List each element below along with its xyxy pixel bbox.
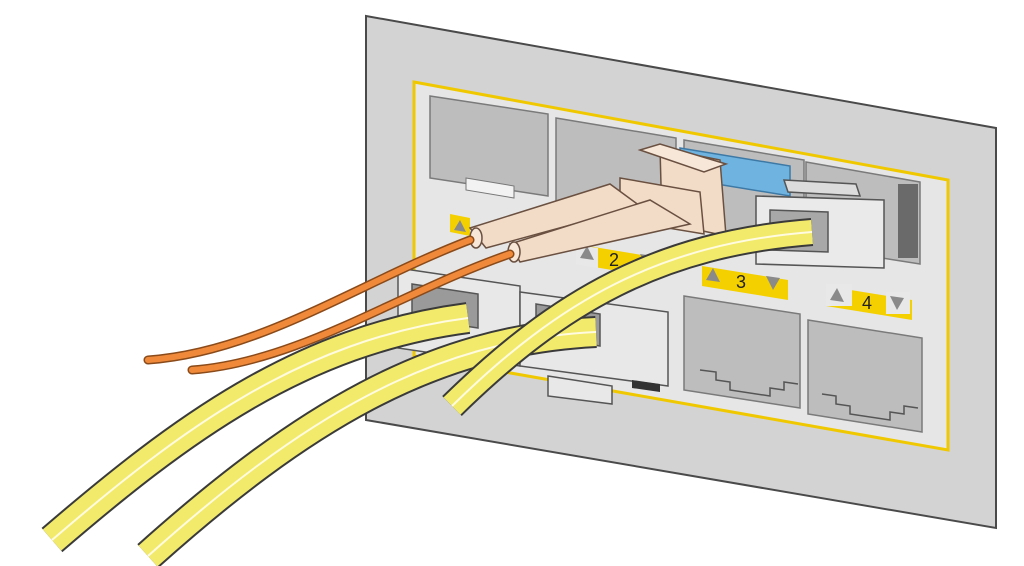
- lc-duplex-connector: [468, 143, 791, 263]
- up-arrow-icon: [706, 268, 720, 282]
- port-label-1: [450, 214, 470, 236]
- port-number-2: 2: [609, 250, 619, 270]
- up-arrow-icon: [830, 288, 844, 302]
- port-number-4: 4: [862, 293, 872, 313]
- up-arrow-icon: [580, 246, 594, 260]
- sfp-slot-1: [429, 95, 549, 199]
- port-number-3: 3: [736, 272, 746, 292]
- rj45-port-3: [683, 295, 801, 409]
- port-label-4: 4: [826, 284, 912, 320]
- port-label-3: 3: [702, 266, 788, 300]
- rj45-port-4: [807, 319, 923, 433]
- up-arrow-icon: [454, 220, 466, 232]
- down-arrow-icon: [890, 296, 904, 310]
- down-arrow-icon: [766, 276, 780, 290]
